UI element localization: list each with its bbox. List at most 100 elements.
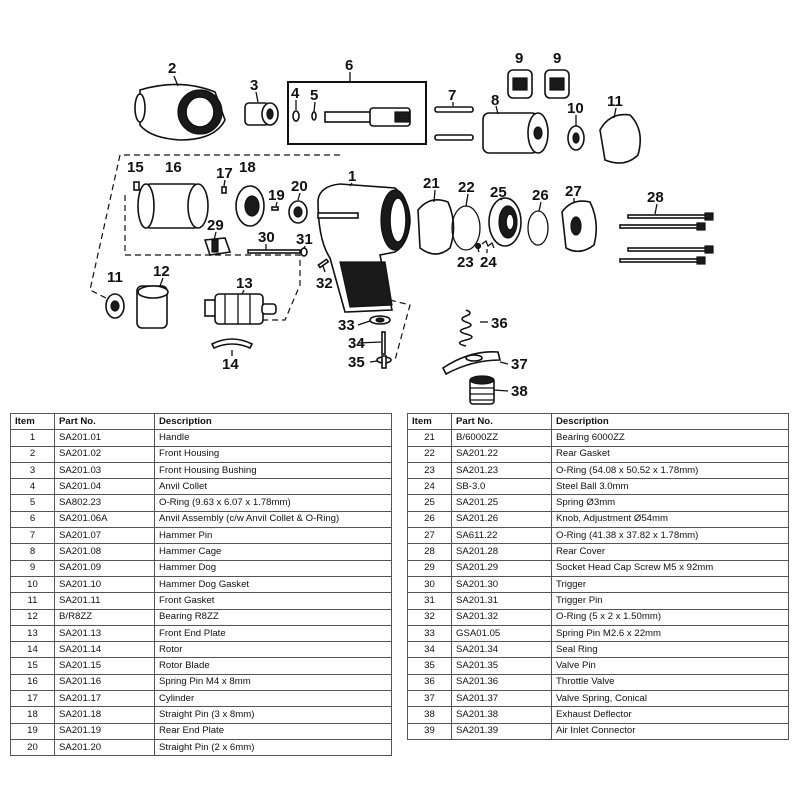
cell-item: 15 [10, 657, 55, 675]
header-part-no: Part No. [54, 412, 155, 431]
cell-item: 20 [10, 738, 55, 757]
cell-part-no: SA201.04 [54, 478, 155, 496]
callout-12: 11 [107, 269, 123, 286]
callout-8: 8 [491, 92, 499, 109]
cell-description: Front Gasket [154, 592, 392, 610]
rear-end-plate-drawing [235, 185, 265, 227]
o-ring-large-drawing [451, 205, 481, 251]
cell-part-no: SA201.01 [54, 429, 155, 447]
cell-item: 23 [407, 461, 452, 480]
cell-part-no: GSA01.05 [451, 624, 552, 643]
header-item: Item [407, 412, 452, 431]
straight-pin-2x6-drawing [271, 206, 279, 211]
hammer-dogs-drawing [507, 69, 570, 99]
callout-2: 2 [168, 60, 176, 77]
callout-32: 31 [296, 231, 313, 248]
cell-item: 22 [407, 445, 452, 463]
trigger-drawing [203, 237, 232, 256]
front-end-plate-drawing [136, 285, 169, 329]
callout-26: 25 [490, 184, 507, 201]
cell-description: Knob, Adjustment Ø54mm [551, 510, 789, 529]
cell-part-no: SA201.18 [54, 706, 155, 724]
cell-description: Spring Ø3mm [551, 494, 789, 512]
o-ring-5x2-drawing [300, 247, 308, 257]
callout-7: 7 [448, 87, 456, 104]
cell-description: Valve Spring, Conical [551, 690, 789, 708]
table-header-row: Item Part No. Description [10, 412, 392, 431]
valve-spring-drawing [458, 309, 473, 347]
cell-description: Valve Pin [551, 657, 789, 675]
cell-item: 5 [10, 494, 55, 512]
cell-description: Rotor [154, 641, 392, 659]
cell-part-no: SA201.30 [451, 575, 552, 594]
cell-part-no: SA201.14 [54, 641, 155, 659]
header-part-no: Part No. [451, 412, 552, 431]
cell-description: Rear End Plate [154, 722, 392, 740]
exhaust-deflector-drawing [441, 351, 502, 376]
bearing-r8zz-drawing [105, 293, 125, 319]
cell-part-no: SA201.20 [54, 738, 155, 757]
callout-29: 28 [647, 189, 664, 206]
cell-description: Straight Pin (3 x 8mm) [154, 706, 392, 724]
cell-part-no: SA201.32 [451, 608, 552, 626]
cell-item: 21 [407, 429, 452, 447]
cell-item: 35 [407, 657, 452, 675]
cylinder-drawing [137, 183, 209, 229]
front-housing-bushing-drawing [244, 102, 279, 126]
cell-description: Hammer Pin [154, 527, 392, 545]
cell-part-no: SA201.09 [54, 559, 155, 577]
cell-description: Bearing R8ZZ [154, 608, 392, 626]
cell-item: 39 [407, 722, 452, 740]
cell-part-no: SB-3.0 [451, 478, 552, 496]
cell-part-no: SA201.38 [451, 706, 552, 724]
callout-11: 11 [607, 93, 623, 110]
cell-item: 18 [10, 706, 55, 724]
callout-9b: 9 [553, 50, 561, 67]
cell-item: 3 [10, 461, 55, 480]
cell-description: O-Ring (9.63 x 6.07 x 1.78mm) [154, 494, 392, 512]
exploded-parts-diagram: 2 3 4 5 6 7 8 9 9 10 11 1 15 16 17 18 19… [89, 50, 714, 405]
cell-description: Rear Gasket [551, 445, 789, 463]
cell-item: 36 [407, 673, 452, 692]
callout-15: 14 [222, 356, 239, 373]
cell-item: 13 [10, 624, 55, 643]
cell-item: 29 [407, 559, 452, 577]
cell-item: 27 [407, 527, 452, 545]
header-description: Description [154, 412, 392, 431]
callout-3: 3 [250, 77, 258, 94]
assembly-guide-lines [89, 154, 411, 361]
rear-gasket-drawing [417, 199, 455, 255]
cell-description: Air Inlet Connector [551, 722, 789, 740]
callout-31: 30 [258, 229, 275, 246]
spring-pin-m26-drawing [317, 258, 330, 269]
callout-5: 5 [310, 87, 318, 104]
callout-36: 35 [348, 354, 365, 371]
cell-description: Spring Pin M4 x 8mm [154, 673, 392, 692]
cell-item: 25 [407, 494, 452, 512]
cell-item: 30 [407, 575, 452, 594]
cell-part-no: B/6000ZZ [451, 429, 552, 447]
callout-23: 22 [458, 179, 475, 196]
callout-24: 23 [457, 254, 474, 271]
cell-part-no: SA201.35 [451, 657, 552, 675]
table-header-row: Item Part No. Description [407, 412, 789, 431]
hammer-pins-drawing [434, 106, 474, 141]
callout-30: 29 [207, 217, 224, 234]
callout-18: 17 [216, 165, 233, 182]
o-ring-medium-drawing [527, 210, 549, 246]
